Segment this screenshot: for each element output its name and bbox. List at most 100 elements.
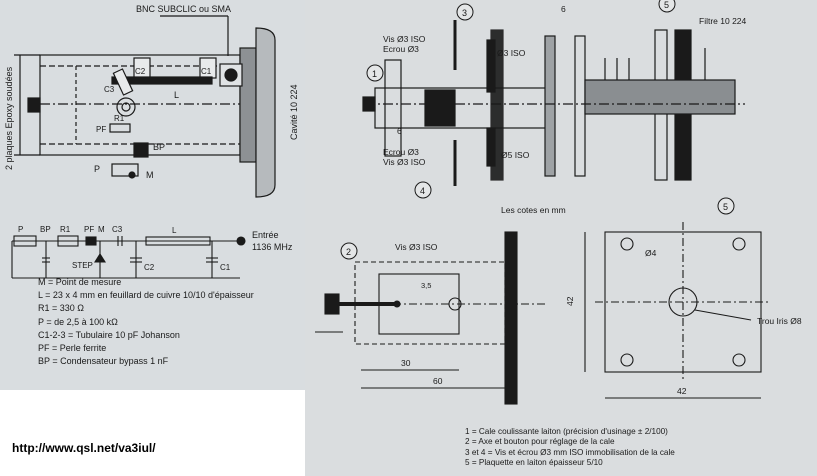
sch-label-c1: C1 — [220, 263, 231, 272]
ecrou-top-label: Ecrou Ø3 — [383, 44, 419, 54]
schematic-p — [13, 235, 37, 247]
connector-label: BNC SUBCLIC ou SMA — [136, 4, 231, 14]
label-c1: C1 — [201, 67, 212, 76]
label-pf: PF — [96, 125, 106, 134]
dim-30: 30 — [401, 358, 411, 368]
slide-labels: 2 Vis Ø3 ISO 3,5 30 60 — [340, 242, 443, 386]
label-c2: C2 — [135, 67, 146, 76]
hole-top-left — [620, 237, 634, 251]
dim-60: 60 — [433, 376, 443, 386]
bnc-center — [224, 68, 238, 82]
slide-outline — [354, 261, 506, 345]
schematic — [11, 235, 246, 279]
sch-label-pf: PF — [84, 225, 94, 234]
dim-42-v: 42 — [565, 296, 575, 306]
ferrite-hole — [121, 102, 131, 112]
label-p: P — [94, 164, 100, 174]
callout-1 — [366, 64, 384, 82]
plates-label: 2 plaques Epoxy soudées — [4, 66, 14, 170]
callout-5-top-text: 5 — [664, 0, 669, 10]
schematic-step-diode — [94, 252, 106, 263]
iris-label: Trou Iris Ø8 — [757, 316, 802, 326]
callout-5-top — [658, 0, 676, 13]
callout-3-text: 3 — [462, 8, 467, 18]
label-l: L — [174, 90, 179, 100]
slide-plate — [504, 231, 518, 405]
flange-left — [544, 35, 556, 177]
knob — [27, 97, 41, 113]
iris-block — [424, 89, 456, 127]
sch-label-p: P — [18, 225, 23, 234]
slide-body-top — [374, 87, 554, 129]
note-item: 1 = Cale coulissante laiton (précision d… — [465, 427, 668, 436]
filter-body — [584, 79, 736, 115]
detector-panel: BNC SUBCLIC ou SMA 2 plaques Epoxy soudé… — [0, 0, 305, 390]
m-point — [128, 171, 136, 179]
o3-iso-label: Ø3 ISO — [497, 48, 526, 58]
legend-item: P = de 2,5 à 100 kΩ — [38, 316, 118, 327]
schematic-pf — [85, 236, 97, 246]
note-item: 3 et 4 = Vis et écrou Ø3 mm ISO immobili… — [465, 447, 675, 457]
ferrite-bead — [116, 97, 136, 117]
slide-block — [384, 59, 402, 157]
sch-label-step: STEP — [72, 261, 93, 270]
brass-plate-view — [584, 222, 771, 399]
vis-bottom-label: Vis Ø3 ISO — [383, 157, 426, 167]
hole-bottom-right — [732, 353, 746, 367]
callout-4-text: 4 — [420, 186, 425, 196]
callout-3 — [456, 3, 474, 21]
source-url[interactable]: http://www.qsl.net/va3iul/ — [12, 441, 156, 455]
section-callouts — [366, 0, 676, 199]
callout-5-plate — [717, 197, 735, 215]
schematic-labels: P BP R1 PF M C3 L STEP C2 C1 Entrée 1136… — [18, 225, 293, 272]
legend-item: M = Point de mesure — [38, 277, 122, 287]
o3-screw — [486, 39, 496, 93]
filter-label: Filtre 10 224 — [699, 16, 747, 26]
flange-mid — [574, 35, 586, 177]
callout-2-text: 2 — [346, 247, 351, 257]
o5-screw — [486, 127, 496, 167]
dim-3-5: 3,5 — [421, 281, 431, 290]
detector-labels: BNC SUBCLIC ou SMA 2 plaques Epoxy soudé… — [4, 4, 299, 180]
r1-resistor — [109, 123, 131, 133]
slide-screw-label: Vis Ø3 ISO — [395, 242, 438, 252]
section-knob — [362, 96, 376, 112]
slide-knob — [324, 293, 340, 315]
cavity-section — [362, 20, 745, 186]
line-l — [111, 76, 213, 85]
hole-bottom-left — [620, 353, 634, 367]
label-m: M — [146, 170, 154, 180]
label-r1: R1 — [114, 114, 125, 123]
plate-labels: 5 Ø4 42 42 Trou Iris Ø8 — [565, 197, 802, 396]
cavity-label: Cavité 10 224 — [289, 84, 299, 140]
sch-label-r1: R1 — [60, 225, 71, 234]
sch-label-c2: C2 — [144, 263, 155, 272]
callout-1-text: 1 — [372, 69, 377, 79]
legend-item: R1 = 330 Ω — [38, 303, 85, 314]
legend-item: BP = Condensateur bypass 1 nF — [38, 356, 169, 367]
mechanics-panel: 1 3 4 5 Vis Ø3 ISO Ecrou Ø3 Ø3 ISO 6 Fil… — [305, 0, 817, 476]
dim-6-top: 6 — [561, 4, 566, 14]
o5-iso-label: Ø5 ISO — [501, 150, 530, 160]
sch-label-l: L — [172, 226, 177, 235]
cavity-body — [255, 27, 276, 198]
schematic-entry — [236, 236, 246, 246]
sch-label-c3: C3 — [112, 225, 123, 234]
note-item: 5 = Plaquette en laiton épaisseur 5/10 — [465, 458, 603, 468]
hole-top-right — [732, 237, 746, 251]
parts-notes: 1 = Cale coulissante laiton (précision d… — [465, 427, 675, 469]
units-note: Les cotes en mm — [501, 205, 566, 215]
c3-capacitor — [112, 68, 134, 96]
dim-42-h: 42 — [677, 386, 687, 396]
legend-item: C1-2-3 = Tubulaire 10 pF Johanson — [38, 329, 180, 340]
entry-frequency: 1136 MHz — [252, 242, 293, 252]
label-bp: BP — [153, 142, 165, 152]
p-potentiometer — [111, 163, 139, 177]
sch-label-bp: BP — [40, 225, 51, 234]
dim-6-left: 6 — [397, 126, 402, 136]
detector-drawing: BNC SUBCLIC ou SMA 2 plaques Epoxy soudé… — [4, 4, 299, 279]
schematic-l — [145, 236, 211, 246]
sch-label-m: M — [98, 225, 105, 234]
callout-2 — [340, 242, 358, 260]
